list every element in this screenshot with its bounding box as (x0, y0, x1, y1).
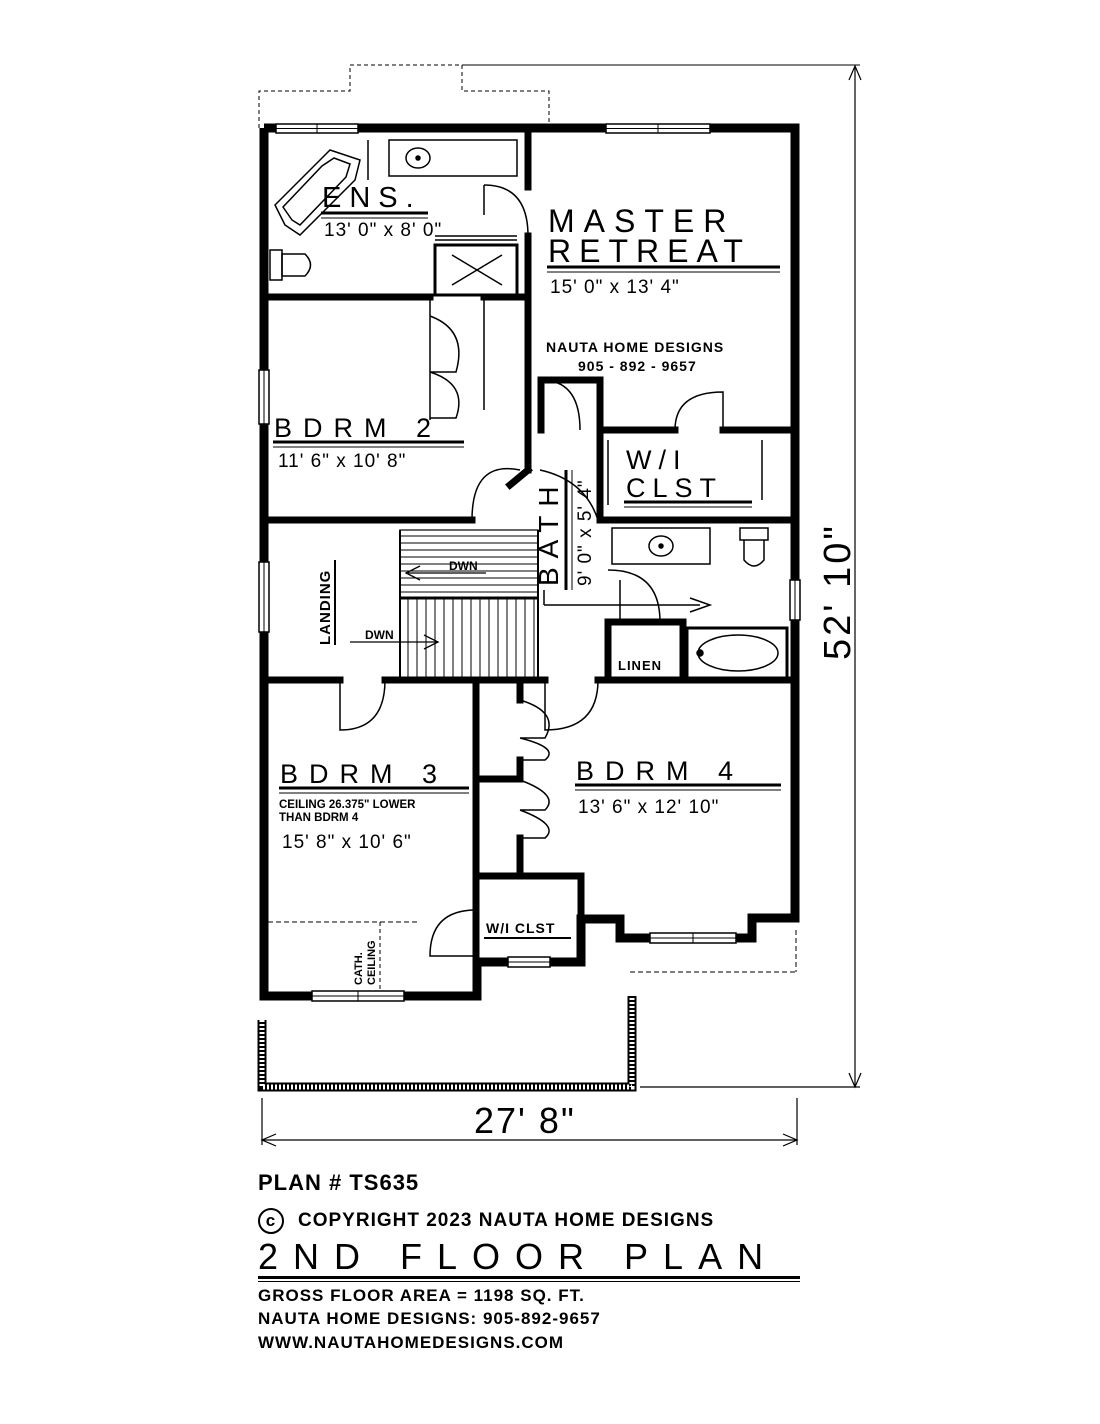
ens-toilet-tank (269, 249, 283, 281)
overall-width-dimension: 27' 8" (474, 1100, 576, 1141)
overall-depth-dimension: 52' 10" (817, 523, 859, 660)
ceiling-lines (268, 921, 797, 973)
door-bath (539, 469, 599, 521)
interior-walls (260, 124, 799, 1000)
gross-floor-area: GROSS FLOOR AREA = 1198 SQ. FT. (258, 1286, 585, 1305)
stair-down-label-upper: DWN (449, 559, 478, 573)
door-bdrm4-closet-b (519, 779, 550, 839)
stair-treads-upper (400, 535, 538, 593)
website-link[interactable]: WWW.NAUTAHOMEDESIGNS.COM (258, 1333, 565, 1352)
bdrm3-ceiling-note-line2: THAN BDRM 4 (279, 812, 359, 824)
company-phone-watermark: 905 - 892 - 9657 (578, 358, 697, 374)
ens-fixtures (269, 139, 529, 297)
ens-shower-door (435, 235, 517, 241)
bath-dimensions: 9' 0" x 5' 4" (575, 479, 596, 586)
master-dimensions: 15' 0" x 13' 4" (550, 277, 680, 298)
master-name-line2: RETREAT (548, 233, 751, 269)
bdrm4-dimensions: 13' 6" x 12' 10" (578, 797, 719, 818)
linen-label: LINEN (618, 658, 662, 673)
window-bdrm3 (311, 990, 405, 1002)
copyright-text: COPYRIGHT 2023 NAUTA HOME DESIGNS (298, 1210, 715, 1231)
door-bdrm4 (544, 679, 599, 731)
window-master (605, 123, 711, 134)
bdrm4-name: BDRM 4 (576, 756, 744, 786)
bath-vanity (611, 527, 711, 565)
door-bdrm2 (471, 467, 521, 521)
cath-ceiling-line1: CATH. (353, 952, 365, 985)
door-bdrm4-closet-a (519, 699, 550, 761)
window-bath (789, 579, 801, 621)
bdrm3-ceiling-note-line1: CEILING 26.375" LOWER (279, 799, 416, 811)
plan-number: PLAN # TS635 (258, 1170, 420, 1195)
door-linen (607, 569, 661, 623)
dimension-lines (260, 64, 862, 1147)
bdrm2-dimensions: 11' 6" x 10' 8" (278, 451, 406, 472)
bath-toilet-tank (739, 527, 769, 541)
ens-vanity (388, 139, 518, 177)
door-wi-clst-small (429, 909, 477, 957)
door-bdrm3 (339, 679, 386, 731)
copyright-line: c COPYRIGHT 2023 NAUTA HOME DESIGNS (258, 1208, 714, 1234)
ens-tub (274, 149, 361, 236)
window-bdrm2 (258, 369, 270, 425)
ens-name: ENS. (322, 182, 422, 214)
wi-clst-small-label: W/I CLST (486, 920, 555, 936)
ens-toilet-bowl (281, 253, 312, 277)
door-swings (339, 300, 724, 957)
bath-name: BATH (533, 477, 564, 586)
copyright-icon: c (258, 1208, 284, 1234)
company-name-watermark: NAUTA HOME DESIGNS (546, 339, 724, 355)
door-master (540, 379, 581, 431)
wi-clst-line2: CLST (626, 473, 723, 503)
window-ens (275, 123, 359, 134)
bdrm3-dimensions: 15' 8" x 10' 6" (282, 832, 412, 853)
upper-bay-outline (258, 64, 550, 128)
stair-arrows (350, 565, 486, 650)
bdrm2-name: BDRM 2 (274, 413, 442, 443)
page-title: 2ND FLOOR PLAN (258, 1236, 779, 1277)
landing-label: LANDING (317, 570, 334, 645)
stair-down-label-lower: DWN (365, 628, 394, 642)
window-bdrm4 (649, 932, 737, 944)
bath-toilet-bowl (743, 540, 765, 567)
windows (258, 123, 801, 1002)
bdrm3-name: BDRM 3 (280, 759, 448, 789)
stair-treads-lower (407, 598, 535, 680)
wi-clst-line1: W/I (626, 445, 688, 475)
door-bdrm2-closet-1 (429, 315, 460, 419)
bath-fixtures (543, 527, 789, 680)
master-name-line1: MASTER (548, 203, 735, 239)
title-rule-thick (258, 1276, 800, 1279)
door-wi-clst (674, 391, 724, 431)
window-wi-clst (507, 956, 551, 968)
window-landing (258, 561, 270, 633)
stairs (399, 529, 539, 681)
ens-shower (433, 243, 519, 297)
title-rule-thin (258, 1281, 800, 1282)
cath-ceiling-line2: CEILING (366, 940, 378, 985)
ens-dimensions: 13' 0" x 8' 0" (324, 220, 442, 241)
contact-phone: NAUTA HOME DESIGNS: 905-892-9657 (258, 1309, 601, 1328)
front-balcony (257, 996, 637, 1092)
bath-tub (685, 626, 789, 680)
